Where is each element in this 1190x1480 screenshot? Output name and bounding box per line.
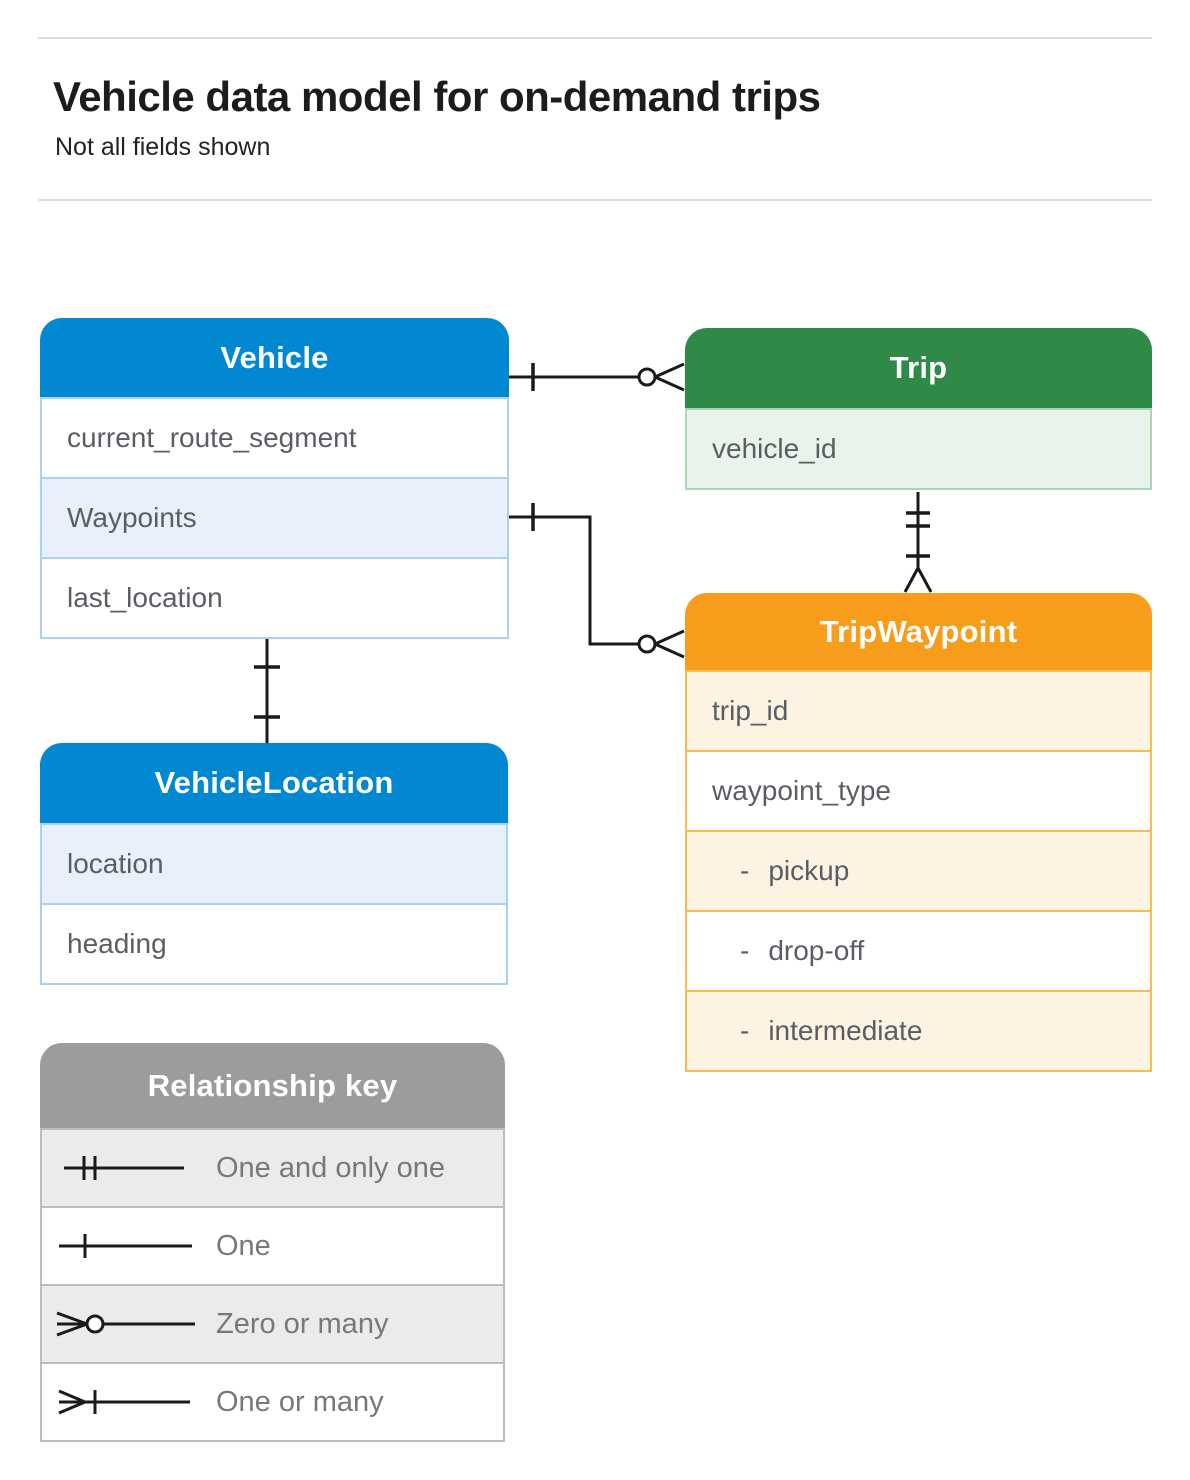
legend-item-one: One: [42, 1208, 503, 1286]
field-label: waypoint_type: [712, 775, 892, 806]
relationship-key-title: Relationship key: [40, 1043, 505, 1128]
field-row-waypoint-type: waypoint_type: [687, 752, 1150, 832]
legend-label: Zero or many: [216, 1307, 389, 1340]
legend-item-one-or-many: One or many: [42, 1364, 503, 1440]
field-row-trip-id: trip_id: [687, 672, 1150, 752]
vehicle-vehiclelocation-connector: [254, 639, 280, 743]
field-label: intermediate: [768, 1015, 923, 1046]
entity-vehicle: Vehicle current_route_segment Waypoints …: [40, 318, 509, 639]
entity-tripwaypoint-fields: trip_id waypoint_type - pickup - drop-of…: [685, 670, 1152, 1072]
field-label: vehicle_id: [712, 433, 837, 464]
list-dash: -: [740, 1015, 750, 1046]
field-row-pickup: - pickup: [687, 832, 1150, 912]
field-label: pickup: [768, 855, 850, 886]
vehicle-trip-connector: [509, 362, 685, 392]
relationship-key-items: One and only one One Zero or many: [40, 1128, 505, 1442]
waypoints-tripwaypoint-connector: [509, 503, 685, 659]
field-label: location: [67, 848, 164, 879]
legend-label: One and only one: [216, 1151, 445, 1184]
field-row-intermediate: - intermediate: [687, 992, 1150, 1070]
trip-tripwaypoint-connector: [903, 492, 933, 593]
legend-label: One or many: [216, 1385, 384, 1418]
entity-trip-fields: vehicle_id: [685, 408, 1152, 490]
page-title: Vehicle data model for on-demand trips: [53, 73, 821, 120]
field-row-location: location: [42, 825, 506, 905]
field-row-current-route-segment: current_route_segment: [42, 399, 507, 479]
page-subtitle: Not all fields shown: [55, 133, 271, 161]
field-label: last_location: [67, 582, 223, 613]
entity-vehicle-title: Vehicle: [40, 318, 509, 397]
entity-tripwaypoint: TripWaypoint trip_id waypoint_type - pic…: [685, 593, 1152, 1072]
one-and-only-one-symbol: [64, 1156, 184, 1180]
list-dash: -: [740, 935, 750, 966]
entity-vehicle-fields: current_route_segment Waypoints last_loc…: [40, 397, 509, 639]
zero-or-many-symbol: [56, 1311, 195, 1337]
legend-item-zero-or-many: Zero or many: [42, 1286, 503, 1364]
legend-label: One: [216, 1229, 271, 1262]
list-dash: -: [740, 855, 750, 886]
one-or-many-symbol: [58, 1389, 190, 1415]
legend-item-one-and-only-one: One and only one: [42, 1130, 503, 1208]
field-label: trip_id: [712, 695, 789, 726]
relationship-key: Relationship key One and only one One: [40, 1043, 505, 1442]
entity-trip-title: Trip: [685, 328, 1152, 408]
entity-vehiclelocation-title: VehicleLocation: [40, 743, 508, 823]
field-row-last-location: last_location: [42, 559, 507, 637]
field-row-waypoints: Waypoints: [42, 479, 507, 559]
entity-tripwaypoint-title: TripWaypoint: [685, 593, 1152, 670]
entity-vehiclelocation: VehicleLocation location heading: [40, 743, 508, 985]
field-label: current_route_segment: [67, 422, 357, 453]
one-symbol: [59, 1234, 192, 1258]
top-divider: [38, 37, 1152, 39]
entity-vehiclelocation-fields: location heading: [40, 823, 508, 985]
field-label: Waypoints: [67, 502, 197, 533]
field-row-drop-off: - drop-off: [687, 912, 1150, 992]
field-row-heading: heading: [42, 905, 506, 983]
entity-trip: Trip vehicle_id: [685, 328, 1152, 490]
header-divider: [38, 199, 1152, 201]
field-label: drop-off: [768, 935, 865, 966]
field-row-vehicle-id: vehicle_id: [687, 410, 1150, 488]
field-label: heading: [67, 928, 167, 959]
